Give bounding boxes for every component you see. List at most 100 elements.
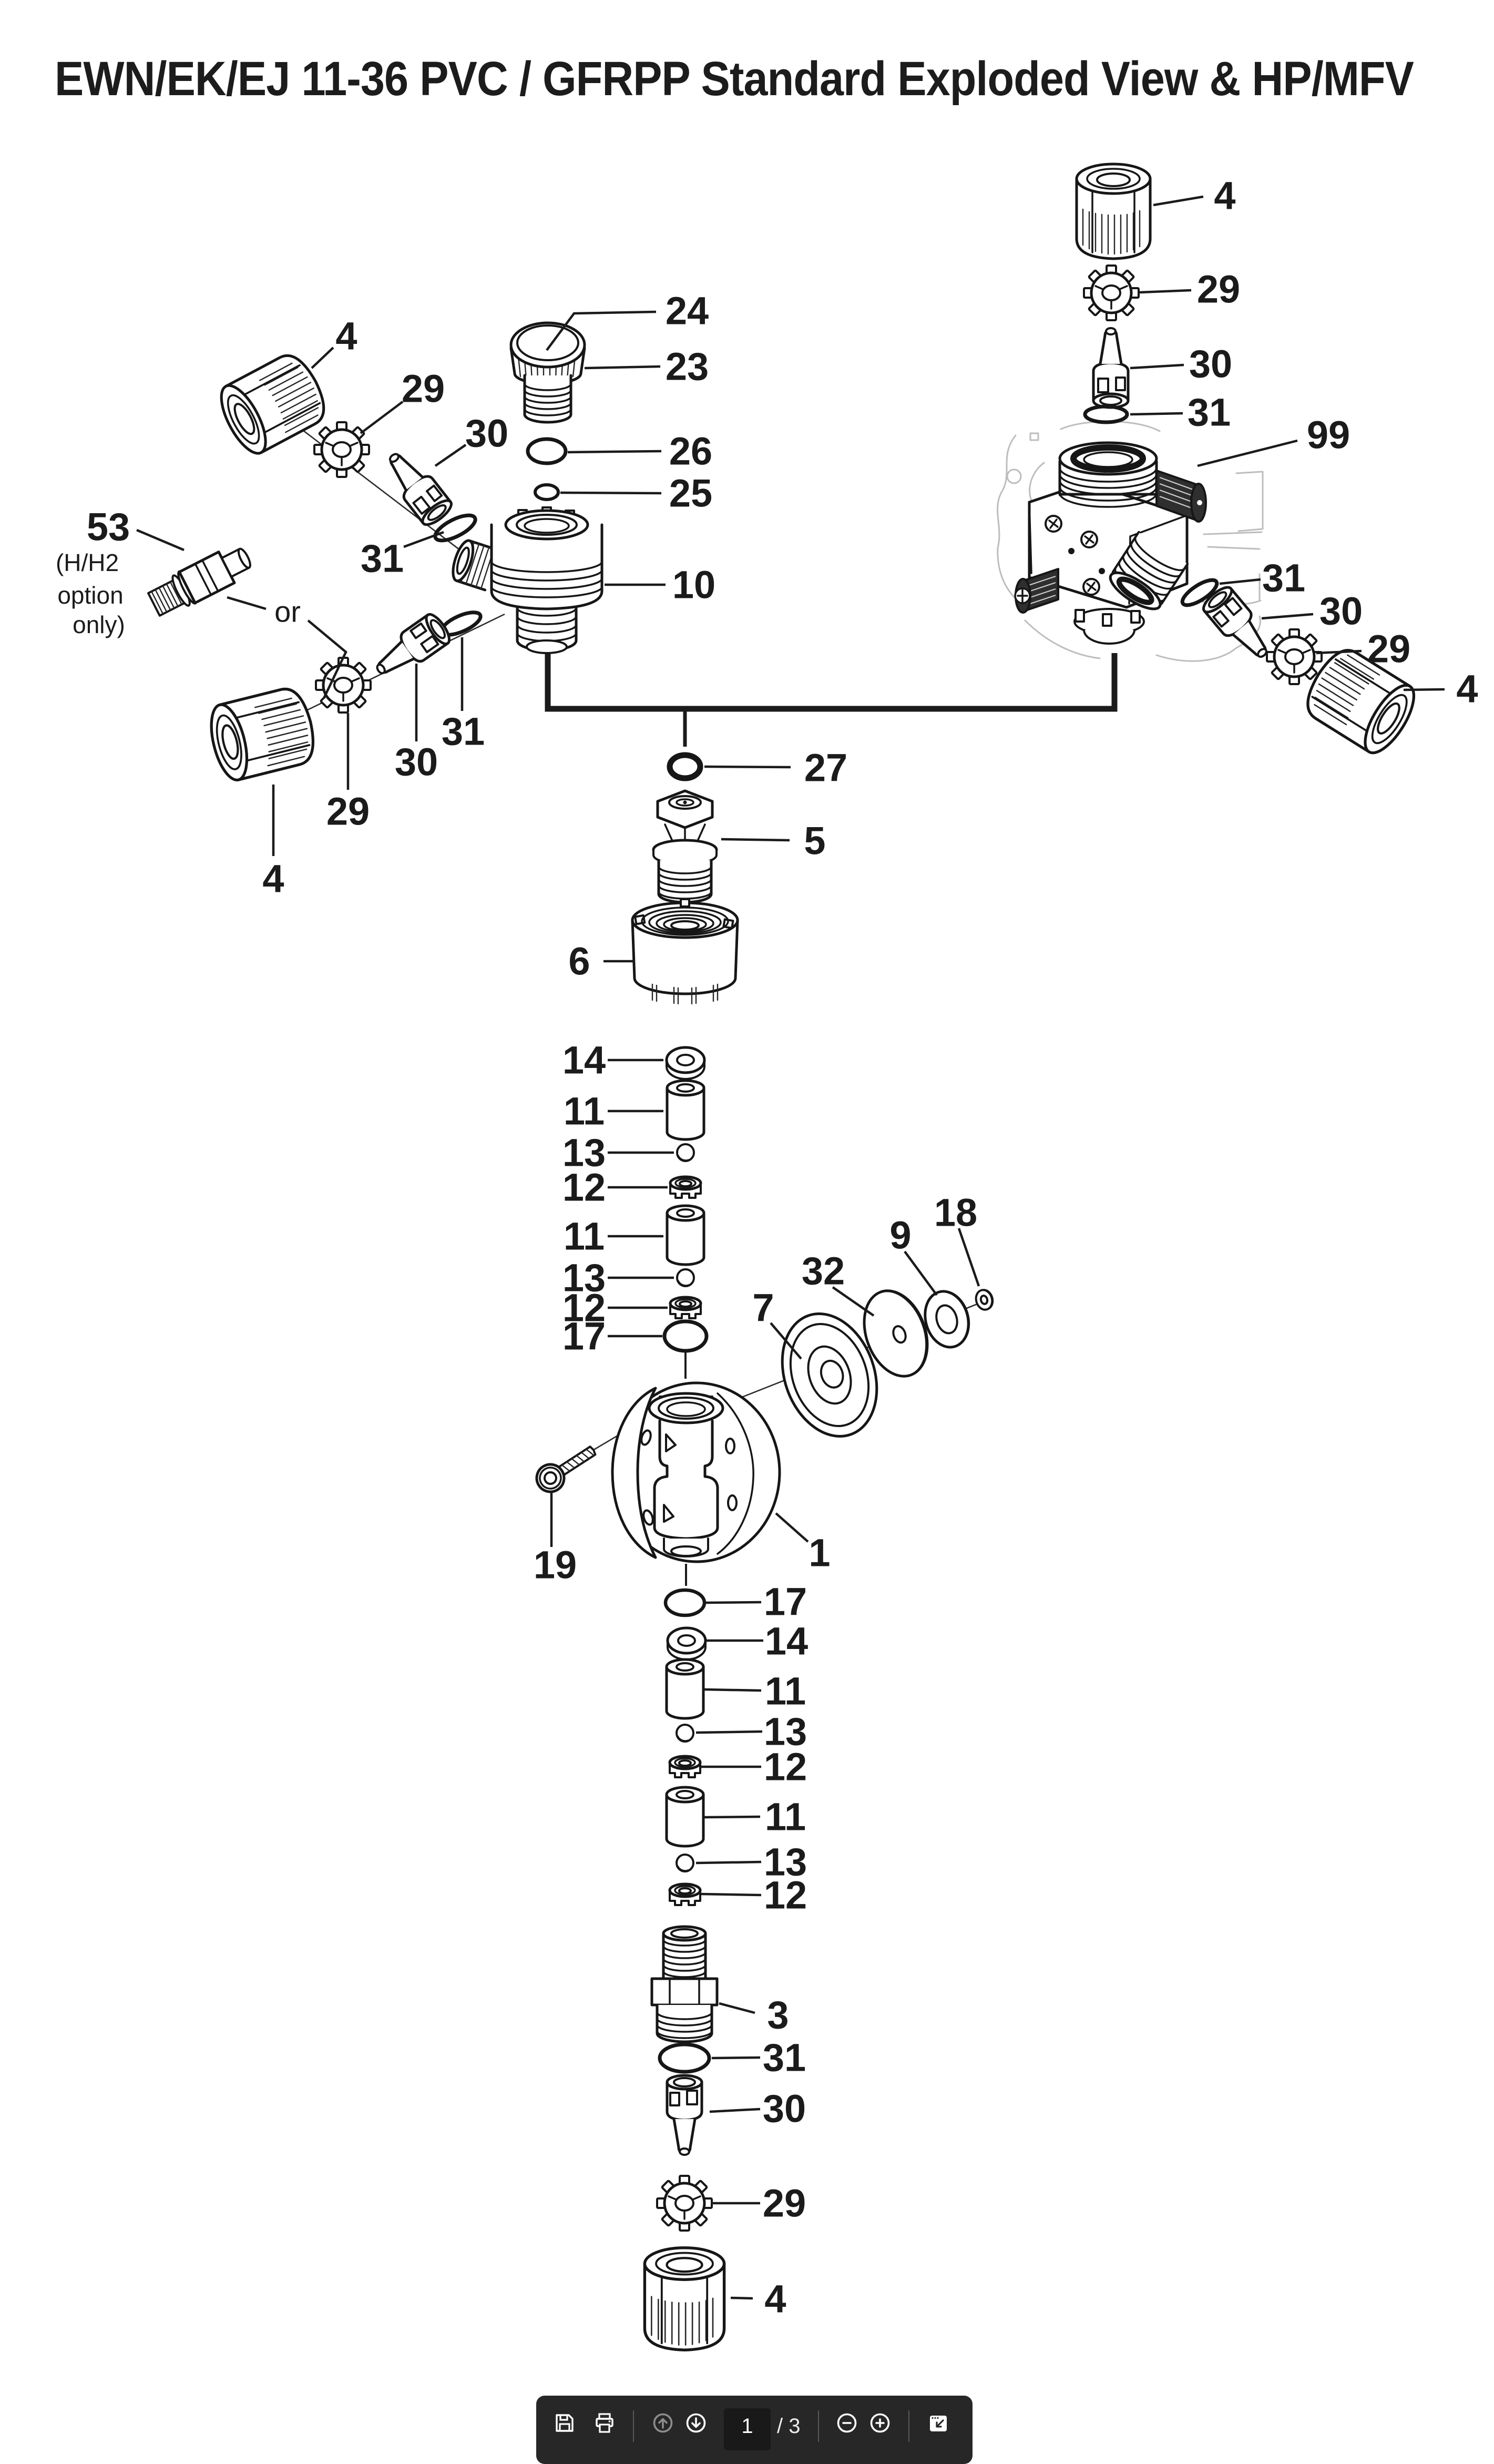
callout-9: 9 bbox=[889, 1214, 911, 1257]
previous-page-button[interactable] bbox=[651, 2411, 674, 2435]
callout-17: 17 bbox=[764, 1580, 807, 1624]
leader-line-17 bbox=[705, 1601, 762, 1604]
leader-line-4 bbox=[311, 347, 334, 369]
part-25-o-ring bbox=[534, 483, 560, 501]
or-connector-line-a bbox=[227, 596, 267, 610]
part-11-valve-sleeve bbox=[667, 1206, 704, 1265]
save-icon bbox=[556, 2414, 574, 2432]
part-13-valve-ball bbox=[676, 1268, 695, 1287]
fit-to-page-button[interactable] bbox=[927, 2411, 950, 2435]
part-29-tube-retainer bbox=[1084, 266, 1139, 320]
callout-4: 4 bbox=[262, 857, 284, 901]
part-29-tube-retainer bbox=[657, 2176, 712, 2231]
part-4-coupling-nut bbox=[205, 685, 320, 783]
callout-31: 31 bbox=[442, 710, 485, 754]
part-11-valve-sleeve bbox=[667, 1787, 703, 1846]
callout-13: 13 bbox=[764, 1710, 807, 1754]
part-12-valve-seat bbox=[670, 1177, 701, 1198]
option-note-line: (H/H2 bbox=[56, 549, 119, 576]
callout-30: 30 bbox=[1319, 589, 1363, 633]
part-13-valve-ball bbox=[676, 1724, 694, 1743]
callout-29: 29 bbox=[763, 2182, 806, 2225]
leader-line-5 bbox=[721, 838, 790, 842]
callout-17: 17 bbox=[562, 1315, 606, 1358]
leader-line-1 bbox=[775, 1512, 809, 1543]
save-button[interactable] bbox=[553, 2411, 576, 2435]
callout-10: 10 bbox=[672, 563, 715, 607]
leader-line-7 bbox=[770, 1322, 802, 1360]
part-53-hose-adapter bbox=[146, 541, 255, 620]
leader-line-29 bbox=[1316, 649, 1362, 655]
part-14-washer bbox=[667, 1047, 704, 1079]
part-32-backup-disc bbox=[863, 1289, 929, 1378]
callout-layer: 4293031993130294429302423262510315331302… bbox=[87, 174, 1478, 2321]
callout-4: 4 bbox=[1214, 174, 1235, 218]
part-30-valve-cartridge bbox=[667, 2075, 702, 2155]
zoom-out-button[interactable] bbox=[835, 2411, 858, 2435]
callout-25: 25 bbox=[669, 472, 712, 515]
leader-line-30 bbox=[434, 444, 467, 467]
part-29-tube-retainer bbox=[1267, 629, 1322, 684]
callout-6: 6 bbox=[568, 940, 590, 983]
part-29-tube-retainer bbox=[314, 422, 369, 477]
part-31-o-ring bbox=[1083, 404, 1129, 424]
callout-30: 30 bbox=[1189, 342, 1232, 386]
callout-26: 26 bbox=[669, 430, 712, 473]
leader-line-99 bbox=[1197, 439, 1298, 467]
part-12-valve-seat bbox=[670, 1297, 701, 1318]
callout-31: 31 bbox=[361, 537, 404, 581]
part-7-diaphragm bbox=[781, 1312, 878, 1438]
callout-7: 7 bbox=[752, 1286, 774, 1330]
next-page-button[interactable] bbox=[684, 2411, 708, 2435]
print-button[interactable] bbox=[593, 2411, 616, 2435]
part-5-bleed-fitting bbox=[652, 789, 718, 904]
leader-line-12 bbox=[701, 1892, 762, 1897]
leader-line-24 bbox=[546, 310, 657, 351]
callout-4: 4 bbox=[1456, 667, 1478, 711]
callout-31: 31 bbox=[1262, 556, 1305, 600]
part-11-valve-sleeve bbox=[667, 1081, 704, 1139]
part-3-connector-nipple bbox=[650, 1925, 719, 2043]
callout-53: 53 bbox=[87, 505, 130, 549]
zoom-in-button[interactable] bbox=[868, 2411, 892, 2435]
part-31-o-ring bbox=[1180, 578, 1219, 607]
leader-line-26 bbox=[567, 450, 662, 454]
leader-line-31 bbox=[403, 531, 444, 548]
callout-14: 14 bbox=[765, 1620, 808, 1663]
callout-14: 14 bbox=[562, 1038, 606, 1082]
callout-31: 31 bbox=[1188, 391, 1231, 434]
part-11-valve-sleeve bbox=[667, 1659, 703, 1718]
leader-line-53 bbox=[136, 528, 185, 552]
callout-30: 30 bbox=[763, 2087, 806, 2131]
callout-99: 99 bbox=[1307, 413, 1350, 457]
part-26-o-ring bbox=[526, 437, 568, 465]
part-23-knurled-knob bbox=[509, 321, 586, 424]
zoom-out-icon bbox=[837, 2413, 857, 2433]
option-note-line: only) bbox=[73, 611, 125, 638]
leader-line-30 bbox=[709, 2107, 761, 2113]
page-number-input[interactable]: 1 bbox=[724, 2408, 771, 2450]
part-12-valve-seat bbox=[670, 1884, 700, 1905]
callout-11: 11 bbox=[564, 1215, 605, 1258]
part-30-valve-cartridge bbox=[369, 611, 454, 685]
callout-11: 11 bbox=[564, 1090, 605, 1133]
callout-12: 12 bbox=[562, 1286, 606, 1330]
or-connector-line-b bbox=[307, 619, 347, 699]
pdf-toolbar: 1 / 3 bbox=[536, 2396, 973, 2464]
part-30-valve-cartridge bbox=[1093, 328, 1128, 408]
callout-13: 13 bbox=[764, 1840, 807, 1884]
part-99-mfv-valve-body bbox=[1014, 441, 1207, 645]
toolbar-separator bbox=[908, 2410, 909, 2442]
page-up-icon bbox=[653, 2413, 673, 2433]
leader-line-31 bbox=[1219, 578, 1261, 585]
leader-line-29 bbox=[360, 401, 404, 434]
leader-line-9 bbox=[904, 1250, 938, 1296]
callout-1: 1 bbox=[809, 1531, 830, 1575]
page-total-label: / 3 bbox=[777, 2415, 801, 2438]
callout-29: 29 bbox=[326, 790, 370, 833]
option-note-line: option bbox=[57, 582, 123, 609]
leader-line-11 bbox=[704, 1688, 762, 1692]
callout-4: 4 bbox=[335, 314, 357, 358]
